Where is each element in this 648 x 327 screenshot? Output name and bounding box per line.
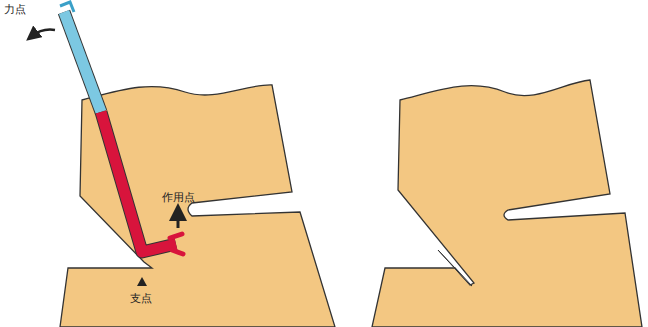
wood-block-cracked [372, 80, 642, 327]
force-point-label: 力点 [4, 4, 26, 16]
force-arrow [32, 30, 55, 36]
crack [438, 250, 472, 286]
wood-block [60, 85, 335, 327]
action-point-label: 作用点 [162, 192, 195, 204]
action-arrow [177, 212, 180, 228]
fulcrum-label: 支点 [130, 293, 152, 305]
fulcrum-mark [137, 277, 147, 286]
crowbar [60, 2, 183, 254]
